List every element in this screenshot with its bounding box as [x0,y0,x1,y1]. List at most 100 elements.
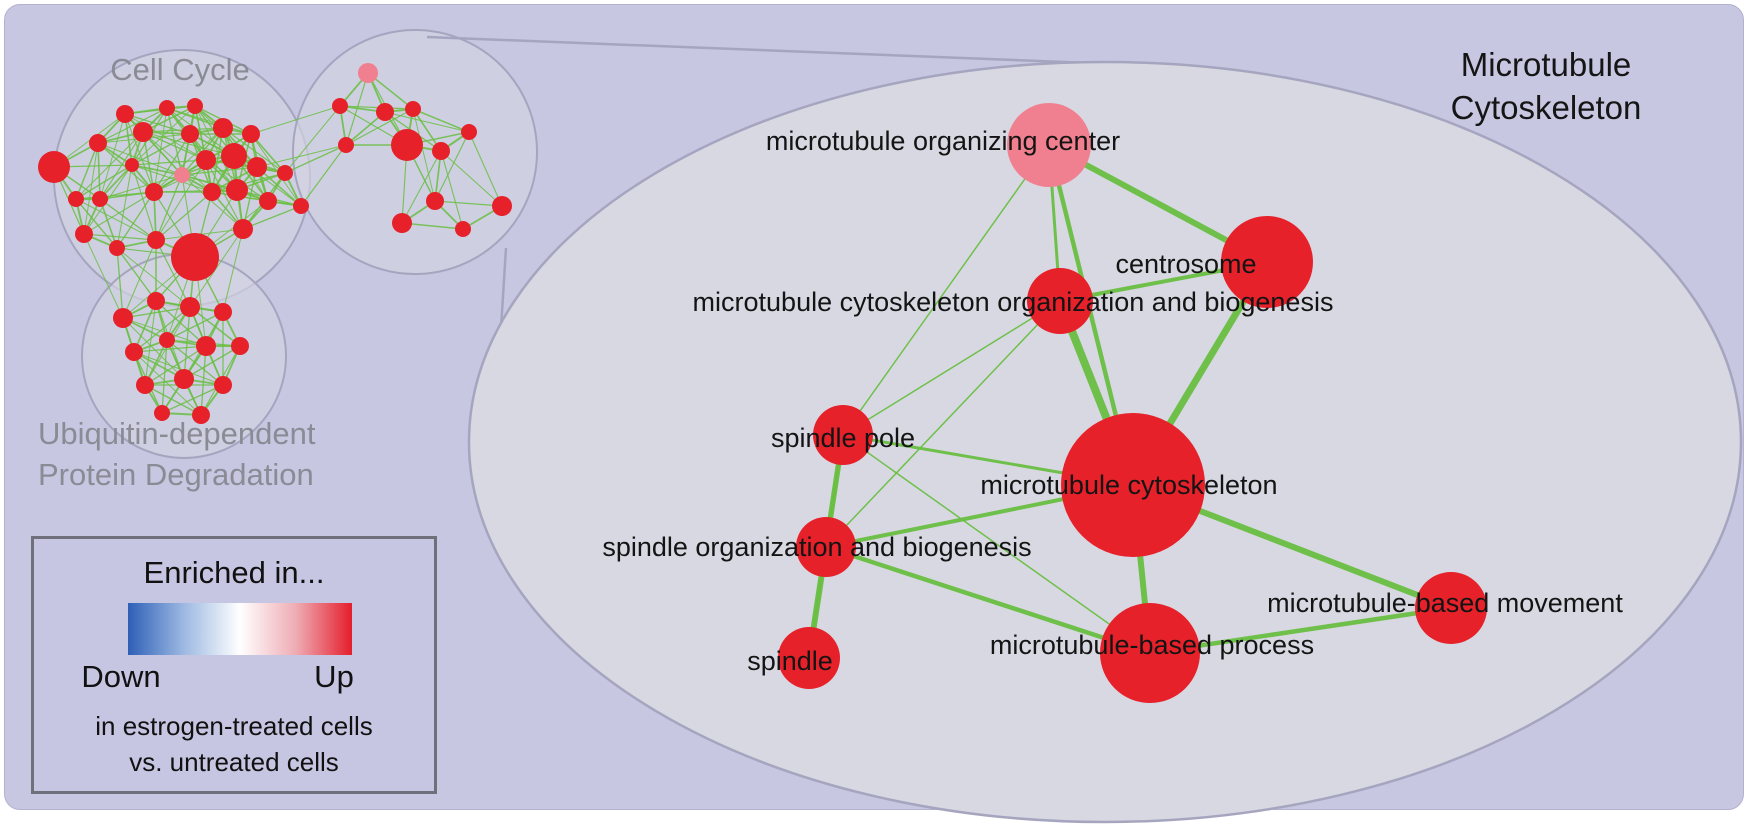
zoom-node-label-mbmove: microtubule-based movement [1267,588,1623,618]
overview-edge [242,205,302,230]
overview-edge [116,247,124,319]
overview-edge [83,191,155,235]
zoom-node-mcyto [1061,413,1205,557]
ubiquitin-cluster-label: Ubiquitin-dependent Protein Degradation [38,414,316,496]
overview-edge [75,191,155,200]
overview-node [259,192,277,210]
overview-node [68,191,84,207]
overview-edge [211,127,224,193]
overview-node [226,179,248,201]
overview-edge [166,107,252,135]
overview-edge [83,233,124,319]
zoom-node-label-spole: spindle pole [771,423,915,453]
overview-edge [434,200,503,207]
overview-node [180,297,200,317]
overview-edge [468,131,503,207]
overview-edge [200,345,207,416]
overview-node [125,158,139,172]
overview-edge [83,142,99,235]
overview-node [159,100,175,116]
overview-node [147,292,165,310]
overview-edge [440,150,464,230]
overview-node [174,369,194,389]
overview-node [92,191,108,207]
ubiquitin-cluster-label-line1: Ubiquitin-dependent [38,416,316,451]
lens-line [426,35,1117,66]
overview-edge [116,247,157,302]
overview-node [293,198,309,214]
overview-edge [142,131,155,193]
overview-node [203,183,221,201]
overview-edge [144,384,202,416]
overview-node [125,343,143,361]
zoom-node-mbproc [1100,603,1200,703]
zoom-node-mcob [1027,268,1093,334]
overview-edge [412,108,470,133]
overview-edge [339,105,414,110]
zoom-node-label-cen: centrosome [1115,249,1256,279]
overview-edge [122,306,191,319]
overview-edge [75,198,157,241]
overview-edge [345,108,414,146]
overview-node [187,98,203,114]
overview-edge [211,172,286,193]
overview-edge [97,107,168,144]
overview-edge [284,105,341,174]
overview-node [432,142,450,160]
overview-edge [116,164,133,249]
zoom-node-label-sorg: spindle organization and biogenesis [602,532,1031,562]
overview-edge [133,300,157,353]
legend-up-label: Up [314,659,354,694]
overview-edge [122,317,185,380]
overview-edge [384,111,470,133]
overview-edge [166,311,224,341]
overview-edge [166,107,183,176]
overview-node [171,233,219,281]
overview-edge [144,300,157,386]
overview-node [455,221,471,237]
microtubule-cytoskeleton-title-line2: Cytoskeleton [1450,88,1642,126]
overview-node [196,336,216,356]
overview-edge [181,174,244,230]
legend-title: Enriched in... [143,555,325,590]
overview-node [75,225,93,243]
zoom-node-mbmove [1415,572,1487,644]
overview-node [181,125,199,143]
zoom-node-label-spin: spindle [747,646,833,676]
overview-edge [131,164,157,241]
overview-node [214,376,232,394]
overview-edge [181,166,258,176]
overview-edge [131,105,196,166]
overview-node [332,98,348,114]
overview-edge [116,247,191,308]
overview-node [492,196,512,216]
zoom-node-label-mcyto: microtubule cytoskeleton [980,470,1277,500]
overview-node [247,157,267,177]
zoom-edge-mbproc-mbmove [1147,605,1454,656]
overview-edge [155,191,213,241]
overview-node [277,165,293,181]
overview-edge [83,164,133,235]
overview-edge [142,131,213,193]
overview-node [426,192,444,210]
overview-node [154,405,170,421]
overview-node [461,124,477,140]
cell-cycle-cluster-label: Cell Cycle [110,52,250,87]
overview-edge [155,159,207,241]
overview-edge [161,339,168,414]
microtubule-cytoskeleton-title: Microtubule Cytoskeleton [1451,44,1642,130]
overview-edge [83,233,157,241]
zoom-node-spole [813,405,873,465]
ubiquitin-cluster-label-line2: Protein Degradation [38,456,314,492]
overview-edge [440,150,503,207]
overview-edge [250,133,302,207]
overview-edge [75,131,144,200]
overview-node [136,376,154,394]
overview-edge [75,164,133,200]
overview-edge [75,198,118,249]
overview-node [192,406,210,424]
overview-edge [133,351,202,416]
overview-edge [97,142,101,200]
overview-edge [144,345,207,386]
overview-edge [183,345,241,380]
